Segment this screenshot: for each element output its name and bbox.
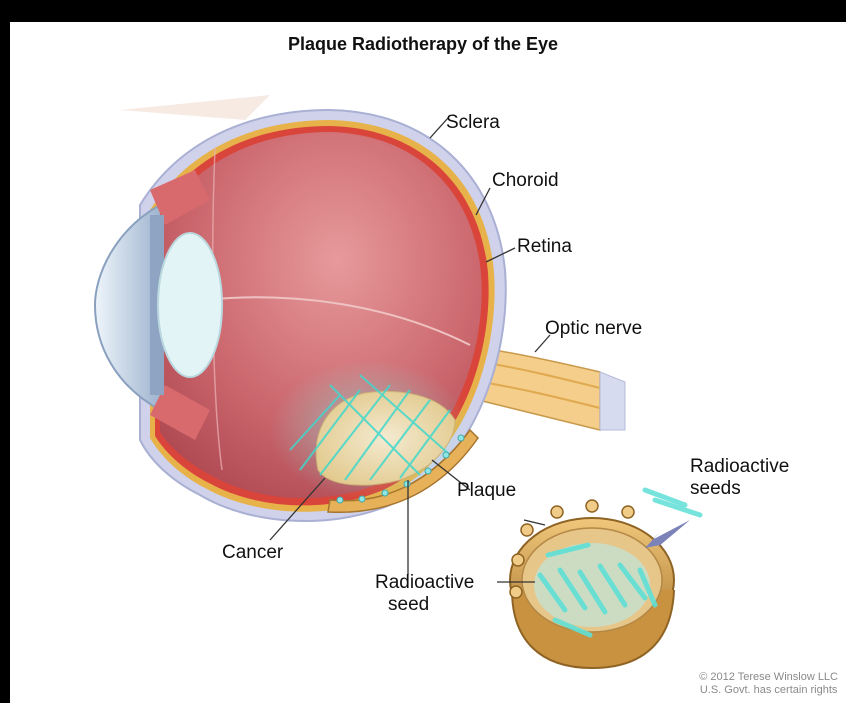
label-radioactive-seed-line1: Radioactive [375,572,474,594]
label-radioactive-seeds-line1: Radioactive [690,456,789,478]
copyright-line1: © 2012 Terese Winslow LLC [699,671,838,684]
label-choroid: Choroid [492,170,559,192]
diagram-title: Plaque Radiotherapy of the Eye [0,34,846,55]
label-optic-nerve: Optic nerve [545,318,642,340]
label-sclera: Sclera [446,112,500,134]
label-cancer: Cancer [222,542,283,564]
lens [158,233,222,377]
label-radioactive-seed-line2: seed [388,594,429,616]
label-retina: Retina [517,236,572,258]
label-plaque: Plaque [457,480,516,502]
copyright-notice: © 2012 Terese Winslow LLC U.S. Govt. has… [699,671,838,697]
label-radioactive-seeds-line2: seeds [690,478,741,500]
copyright-line2: U.S. Govt. has certain rights [699,684,838,697]
